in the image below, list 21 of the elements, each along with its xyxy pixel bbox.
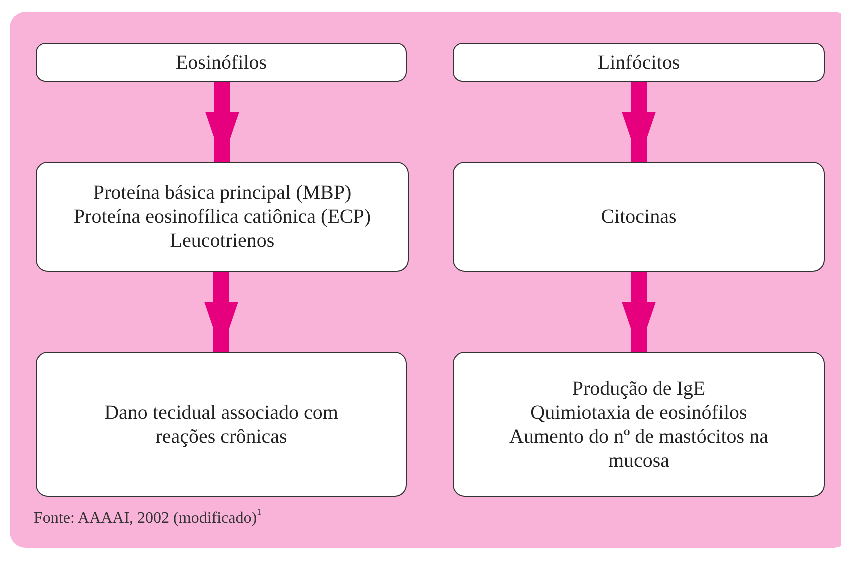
process-box	[36, 162, 409, 272]
box-text: Dano tecidual associado com reações crônicas	[104, 400, 340, 448]
process-box	[36, 43, 407, 82]
arrow	[206, 82, 240, 162]
box-text: Eosinófilos	[176, 50, 268, 74]
arrow	[622, 82, 656, 162]
source-caption: Fonte: AAAAI, 2002 (modificado)$^{1}$	[34, 510, 262, 528]
arrow	[622, 272, 656, 352]
box-text: Proteína eosinofílica catiônica (ECP)	[74, 205, 372, 229]
process-box	[453, 162, 825, 272]
process-box	[453, 352, 825, 497]
process-box	[453, 43, 825, 82]
box-text: Quimiotaxia de eosinófilos	[530, 400, 748, 424]
arrow	[204, 272, 238, 352]
box-text: Leucotrienos	[170, 229, 275, 253]
box-text: Linfócitos	[598, 50, 680, 74]
box-text: Citocinas	[601, 205, 677, 229]
box-text: Produção de IgE	[572, 376, 706, 400]
process-box	[36, 352, 407, 497]
box-text: Proteína básica principal (MBP)	[93, 181, 352, 205]
box-text: Aumento do nº de mastócitos na mucosa	[509, 424, 769, 472]
